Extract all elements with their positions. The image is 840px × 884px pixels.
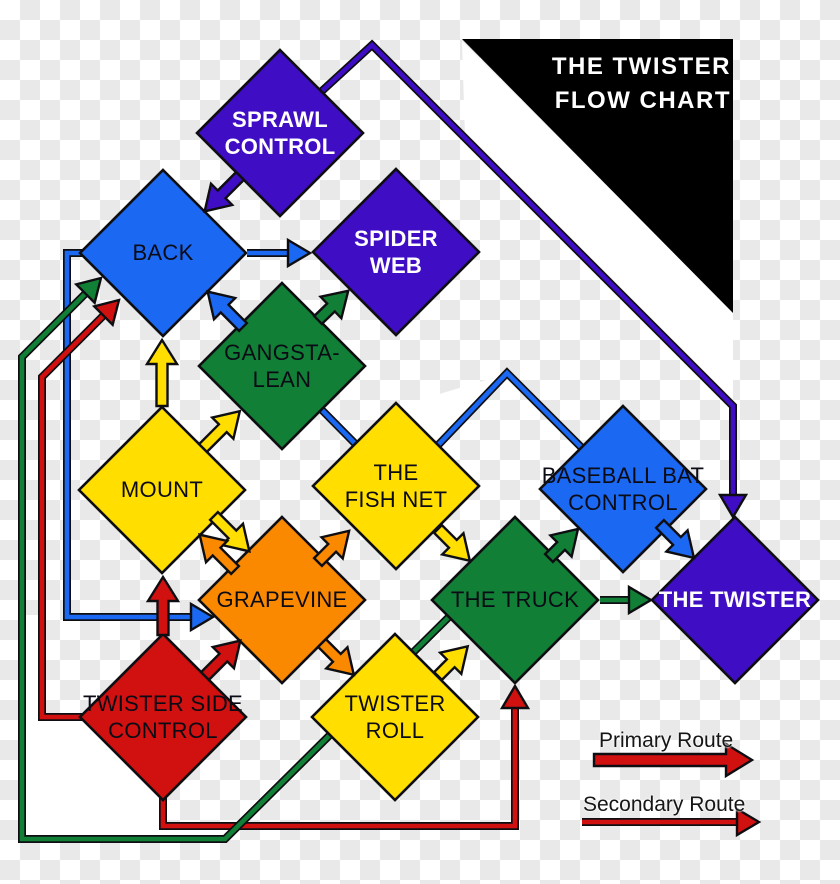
edge-baseballbat-to-twister <box>654 518 696 560</box>
edge-tsc-to-back <box>39 314 105 720</box>
edge-fishnet-to-truck <box>432 523 472 563</box>
edge-gangsta-to-spider <box>312 289 350 326</box>
edge-twisterroll-to-truck <box>432 644 470 682</box>
edge-tsc-to-grapevine <box>199 639 242 682</box>
edge-mount-to-grapevine <box>208 510 251 553</box>
node-the-fish-net <box>311 401 481 571</box>
title-banner-triangle <box>462 39 733 313</box>
edge-grapevine-to-twisterroll <box>316 637 356 677</box>
white-band-under-banner <box>462 41 733 403</box>
edge-tsc-to-back-outline <box>38 313 106 721</box>
edge-gangsta-to-back <box>206 290 249 333</box>
edge-tsc-to-truck-head <box>499 683 531 710</box>
white-pocket-fish-net <box>396 374 506 446</box>
edge-tsc-to-truck <box>160 705 518 829</box>
legend-primary-arrow <box>592 741 755 779</box>
edge-sprawl-to-back <box>203 170 246 213</box>
edge-grapevine-to-fishnet <box>312 529 351 568</box>
edge-truck-to-back <box>19 292 467 842</box>
edge-truck-to-twister-head <box>627 584 654 616</box>
edge-sprawl-to-twister <box>309 41 736 498</box>
white-pocket-bottom-left <box>25 615 235 839</box>
edge-back-to-spider-head <box>286 237 313 269</box>
node-spider-web <box>311 167 481 337</box>
edge-tsc-to-mount <box>145 574 181 637</box>
edge-tsc-to-back-head <box>91 298 121 328</box>
edge-mount-to-back <box>144 337 180 408</box>
edge-back-to-grapevine-head <box>189 601 216 633</box>
edge-sprawl-to-twister-head <box>717 493 749 520</box>
edge-grapevine-to-mount <box>198 533 241 576</box>
edge-truck-to-back-head <box>73 276 103 306</box>
edge-mount-to-gangsta <box>197 409 242 454</box>
legend-secondary-arrow-head <box>735 806 762 838</box>
edge-truck-to-baseballbat <box>543 527 580 564</box>
